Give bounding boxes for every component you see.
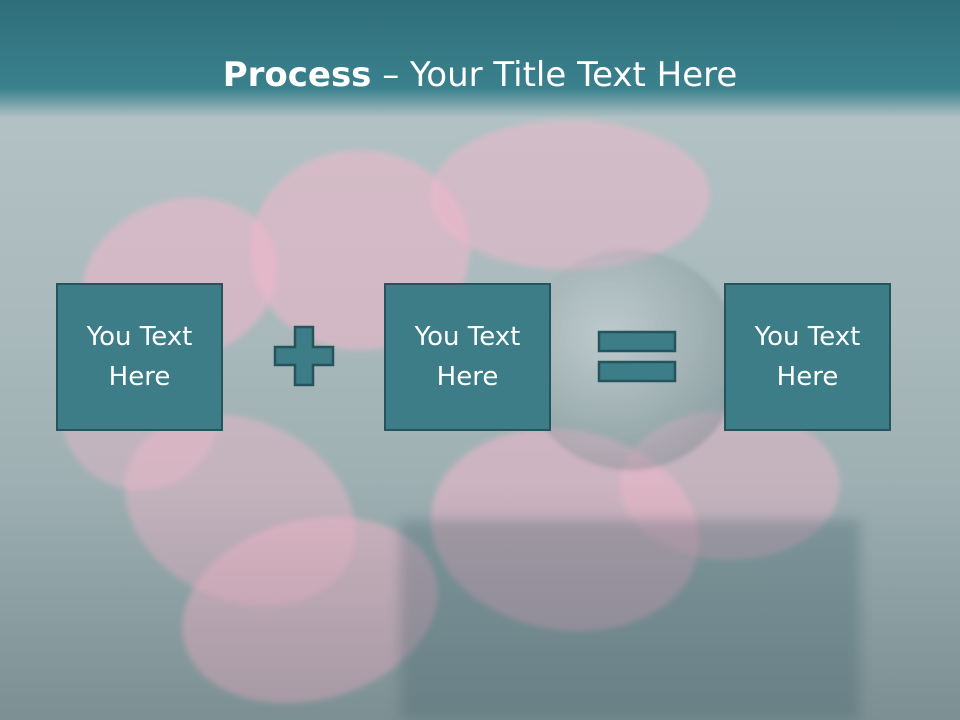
- plus-icon: [273, 325, 335, 387]
- title-bold: Process: [222, 55, 372, 95]
- glass-bowl: [520, 250, 740, 470]
- background-shadow: [400, 520, 860, 720]
- process-box-1[interactable]: You Text Here: [56, 283, 223, 431]
- slide-title[interactable]: Process – Your Title Text Here: [0, 50, 960, 100]
- process-box-3[interactable]: You Text Here: [724, 283, 891, 431]
- process-box-text: You Text Here: [754, 322, 861, 392]
- equals-icon: [597, 330, 677, 383]
- title-rest: – Your Title Text Here: [371, 55, 738, 95]
- process-box-text: You Text Here: [414, 322, 521, 392]
- wood-surface: [0, 480, 960, 720]
- process-box-2[interactable]: You Text Here: [384, 283, 551, 431]
- title-bar: [0, 0, 960, 118]
- rose-petal: [620, 410, 840, 560]
- process-box-text: You Text Here: [86, 322, 193, 392]
- rose-petal: [430, 120, 710, 270]
